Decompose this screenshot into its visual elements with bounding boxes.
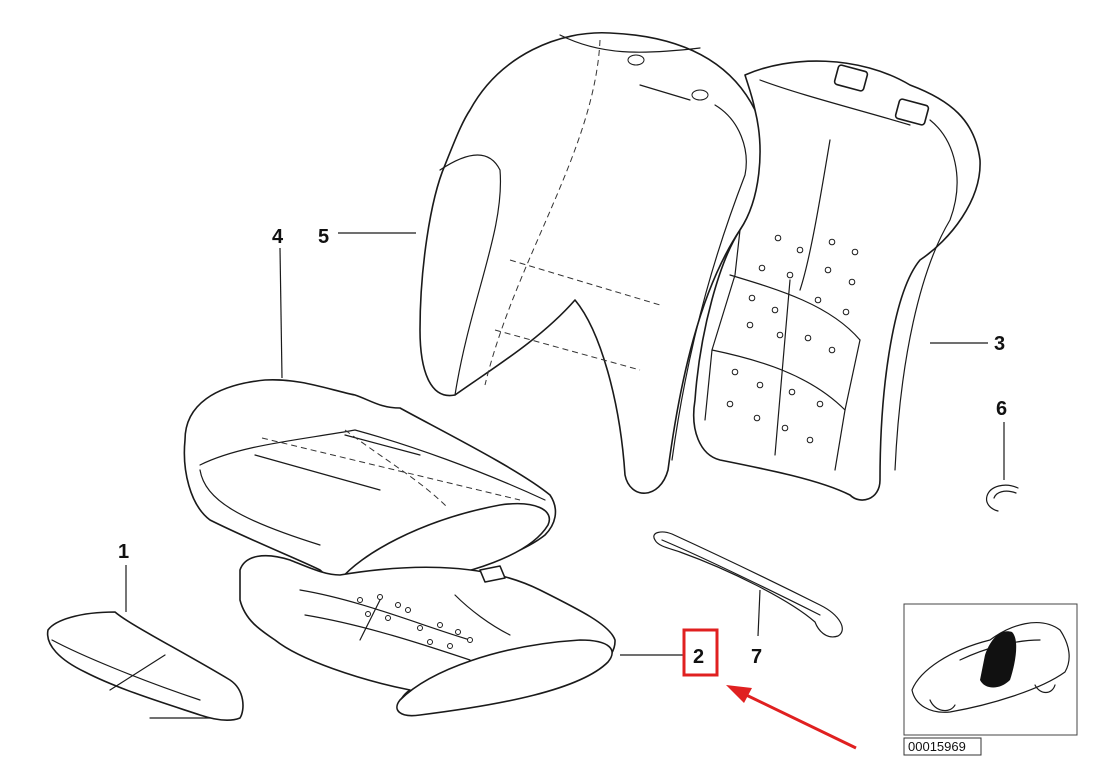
car-seat-marker: [980, 631, 1017, 688]
callout-5: 5: [318, 226, 329, 248]
callout-7: 7: [751, 646, 762, 668]
callout-6: 6: [996, 398, 1007, 420]
seat-pad-insert[interactable]: [46, 611, 244, 721]
backrest-rear-panel[interactable]: [693, 60, 981, 501]
reference-number: 00015969: [908, 739, 966, 754]
wire-loop[interactable]: [653, 531, 843, 638]
callout-4: 4: [272, 226, 284, 248]
highlight-arrow-head: [726, 685, 752, 703]
reference-number-box: 00015969: [903, 737, 982, 756]
leader-lines: [125, 232, 1005, 656]
callout-2: 2: [693, 646, 704, 668]
callout-3: 3: [994, 333, 1005, 355]
seat-cushion-cover[interactable]: [183, 378, 557, 590]
highlight-box: [682, 628, 719, 677]
backrest-front-cushion[interactable]: [419, 31, 764, 494]
seat-base-frame[interactable]: [239, 554, 616, 717]
seat-base-holes: [357, 594, 473, 649]
callout-labels: 1 2 3 4 5 6 7: [118, 226, 1007, 668]
rear-panel-holes: [726, 234, 859, 444]
retaining-clip[interactable]: [985, 484, 1019, 512]
highlight-arrow-shaft: [739, 690, 857, 750]
car-location-inset: [903, 603, 1078, 736]
callout-1: 1: [118, 541, 129, 563]
highlight-annotation: [682, 628, 857, 750]
